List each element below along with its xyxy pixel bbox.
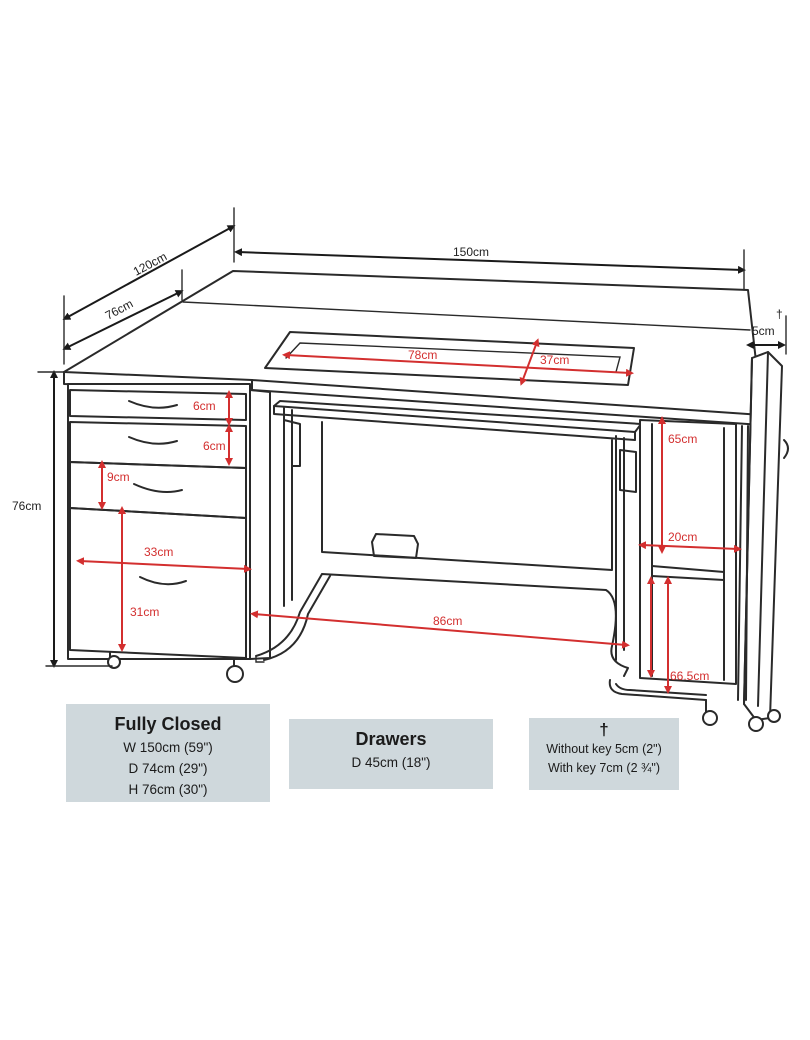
dim-side-width-label: 20cm [668, 530, 697, 544]
dim-side-lower-label: 66.5cm [670, 669, 709, 683]
right-pedestal [639, 419, 737, 685]
caster-leaf-wheel-2 [767, 709, 781, 723]
dim-opening-width-label: 78cm [408, 348, 437, 362]
dim-height-ext [37, 371, 113, 667]
dim-drawer-bottom-label: 31cm [130, 605, 159, 619]
drawer-handle-1 [128, 400, 178, 409]
caster-left-front-wheel [107, 655, 121, 669]
knee-lift-pedal [371, 533, 419, 559]
dim-drawer-third-label: 9cm [107, 470, 130, 484]
dim-depth-closed-label: 76cm [103, 297, 135, 323]
key-box: † Without key 5cm (2") With key 7cm (2 ¾… [529, 718, 679, 790]
leaf-knob [783, 439, 789, 459]
drawer-4 [69, 507, 247, 659]
lift-platform-front [273, 405, 636, 441]
dim-leaf-dagger: † [776, 307, 783, 321]
dim-drawer-width-line [76, 557, 252, 573]
machine-opening [264, 331, 635, 386]
tabletop-extension-seam [182, 301, 751, 331]
drawers-depth: D 45cm (18") [351, 755, 431, 770]
drawers-title: Drawers [355, 729, 427, 749]
dim-height-label: 76cm [12, 499, 41, 513]
knee-lever-box [619, 449, 637, 493]
dim-width-line [234, 248, 746, 274]
dim-opening-width-line [282, 351, 634, 377]
fully-closed-depth: D 74cm (29") [128, 761, 208, 776]
fully-closed-title: Fully Closed [114, 714, 222, 734]
drawer-handle-4 [139, 576, 187, 586]
dim-drawer-second-label: 6cm [203, 439, 226, 453]
left-pedestal-side [249, 389, 271, 660]
dim-leaf-label: 5cm [752, 324, 775, 338]
key-with: With key 7cm (2 ¾") [547, 761, 661, 775]
caster-right-front-wheel [702, 710, 718, 726]
knee-space-left-post [283, 407, 301, 607]
dim-drawer-width-label: 33cm [144, 545, 173, 559]
fully-closed-height: H 76cm (30") [128, 782, 208, 797]
fully-closed-box: Fully Closed W 150cm (59") D 74cm (29") … [66, 704, 270, 802]
drawers-box: Drawers D 45cm (18") [289, 719, 493, 789]
key-without: Without key 5cm (2") [546, 742, 662, 756]
dim-knee-width-label: 86cm [433, 614, 462, 628]
knee-space-back-panel [321, 421, 613, 571]
left-pedestal [67, 383, 251, 660]
dim-side-width-line [638, 541, 742, 553]
dim-drawer-top-label: 6cm [193, 399, 216, 413]
dim-depth-closed-line [62, 290, 184, 350]
caster-left-back-wheel [226, 665, 244, 683]
floor-frame-inner [255, 655, 265, 663]
dim-depth-open-label: 120cm [131, 249, 169, 278]
dim-depth-closed-ext [63, 269, 183, 365]
dim-side-height-label: 65cm [668, 432, 697, 446]
drawer-handle-2 [128, 436, 178, 445]
dim-knee-width-line [250, 610, 630, 649]
fully-closed-width: W 150cm (59") [123, 740, 213, 755]
leaf-support-leg [737, 425, 749, 701]
drawer-handle-3 [133, 483, 183, 493]
dim-opening-depth-line [519, 338, 540, 386]
drawer-1 [69, 389, 247, 421]
cabinet-drawing [63, 270, 789, 732]
key-dagger: † [599, 720, 609, 739]
dim-width-label: 150cm [453, 245, 489, 259]
caster-leaf-wheel-1 [748, 716, 764, 732]
right-base [608, 679, 707, 701]
red-dimensions: 6cm 6cm 9cm 33cm 31cm 78cm 37cm 86cm 65c… [76, 338, 742, 694]
dim-opening-depth-label: 37cm [540, 353, 569, 367]
